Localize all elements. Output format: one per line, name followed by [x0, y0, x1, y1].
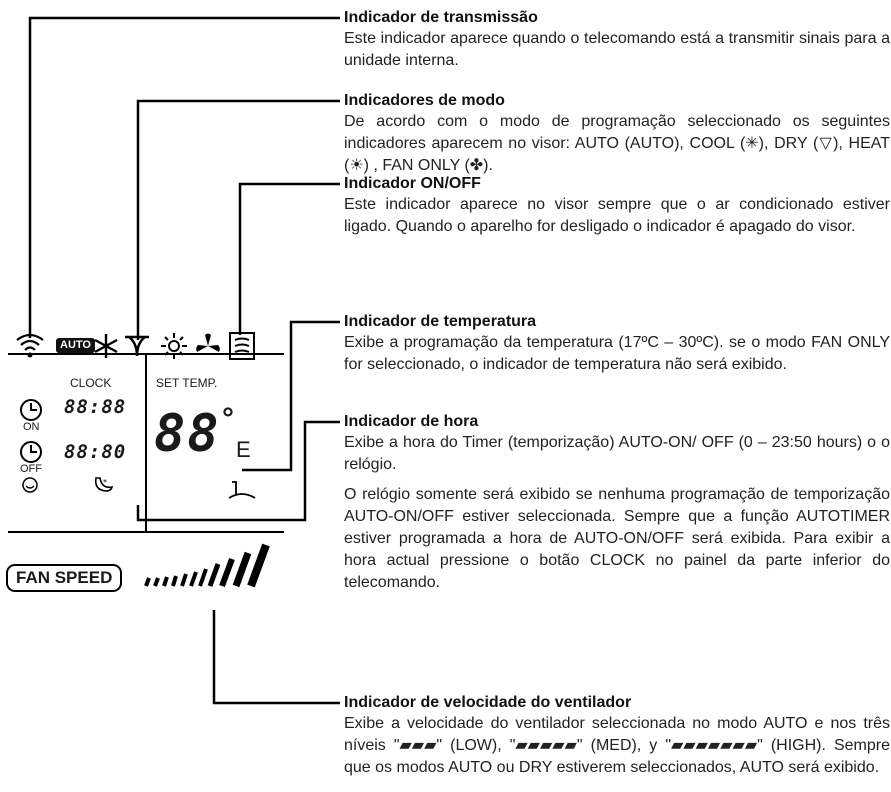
section-text: O relógio somente será exibido se nenhum… [344, 486, 890, 591]
timer-on-digits: 88:88 [64, 396, 127, 418]
section-fan-speed: Indicador de velocidade do ventilador Ex… [344, 693, 890, 779]
timer-off-icon [20, 441, 42, 463]
section-transmission: Indicador de transmissão Este indicador … [344, 8, 890, 72]
section-time: Indicador de hora Exibe a hora do Timer … [344, 412, 890, 594]
section-text: Exibe a hora do Timer (temporização) AUT… [344, 434, 890, 473]
fan-only-icon [196, 333, 220, 352]
on-label: ON [23, 421, 40, 433]
temp-digits: 88 [154, 404, 221, 464]
leader-fan [212, 610, 340, 705]
section-title: Indicador ON/OFF [344, 175, 481, 192]
section-text: Este indicador aparece no visor sempre q… [344, 196, 890, 235]
leader-temp [242, 320, 340, 472]
section-onoff: Indicador ON/OFF Este indicador aparece … [344, 174, 890, 238]
section-text: Este indicador aparece quando o telecoma… [344, 30, 890, 69]
degree-symbol: ° [222, 402, 234, 435]
set-temp-label: SET TEMP. [156, 376, 218, 390]
fan-speed-bars-icon [144, 543, 270, 588]
heat-icon [161, 333, 187, 359]
clock-label: CLOCK [70, 376, 112, 390]
svg-text:*: * [103, 478, 107, 487]
leader-mode [136, 99, 340, 340]
section-temperature: Indicador de temperatura Exibe a program… [344, 312, 890, 376]
timer-off-digits: 88:80 [64, 441, 127, 463]
divider [145, 355, 147, 531]
auto-icon: AUTO [56, 338, 95, 353]
section-title: Indicadores de modo [344, 92, 505, 109]
sleep-icon: * [94, 477, 114, 492]
section-title: Indicador de temperatura [344, 313, 537, 330]
lcd-panel [8, 353, 284, 533]
smile-icon [22, 477, 38, 493]
section-text: Exibe a velocidade do ventilador selecci… [344, 715, 890, 776]
section-title: Indicador de velocidade do ventilador [344, 694, 632, 711]
fan-speed-label: FAN SPEED [6, 564, 123, 592]
timer-on-icon [20, 399, 42, 421]
section-mode: Indicadores de modo De acordo com o modo… [344, 91, 890, 177]
leader-transmission [28, 16, 340, 338]
section-text: De acordo com o modo de programação sele… [344, 113, 890, 174]
leader-time [136, 420, 340, 522]
on-off-icon [229, 332, 255, 360]
temp-unit: E [236, 437, 251, 462]
fan-position-icon [228, 481, 256, 499]
section-title: Indicador de hora [344, 413, 479, 430]
off-label: OFF [20, 463, 42, 475]
section-text: Exibe a programação da temperatura (17ºC… [344, 334, 890, 373]
section-title: Indicador de transmissão [344, 9, 538, 26]
leader-onoff [238, 182, 340, 335]
